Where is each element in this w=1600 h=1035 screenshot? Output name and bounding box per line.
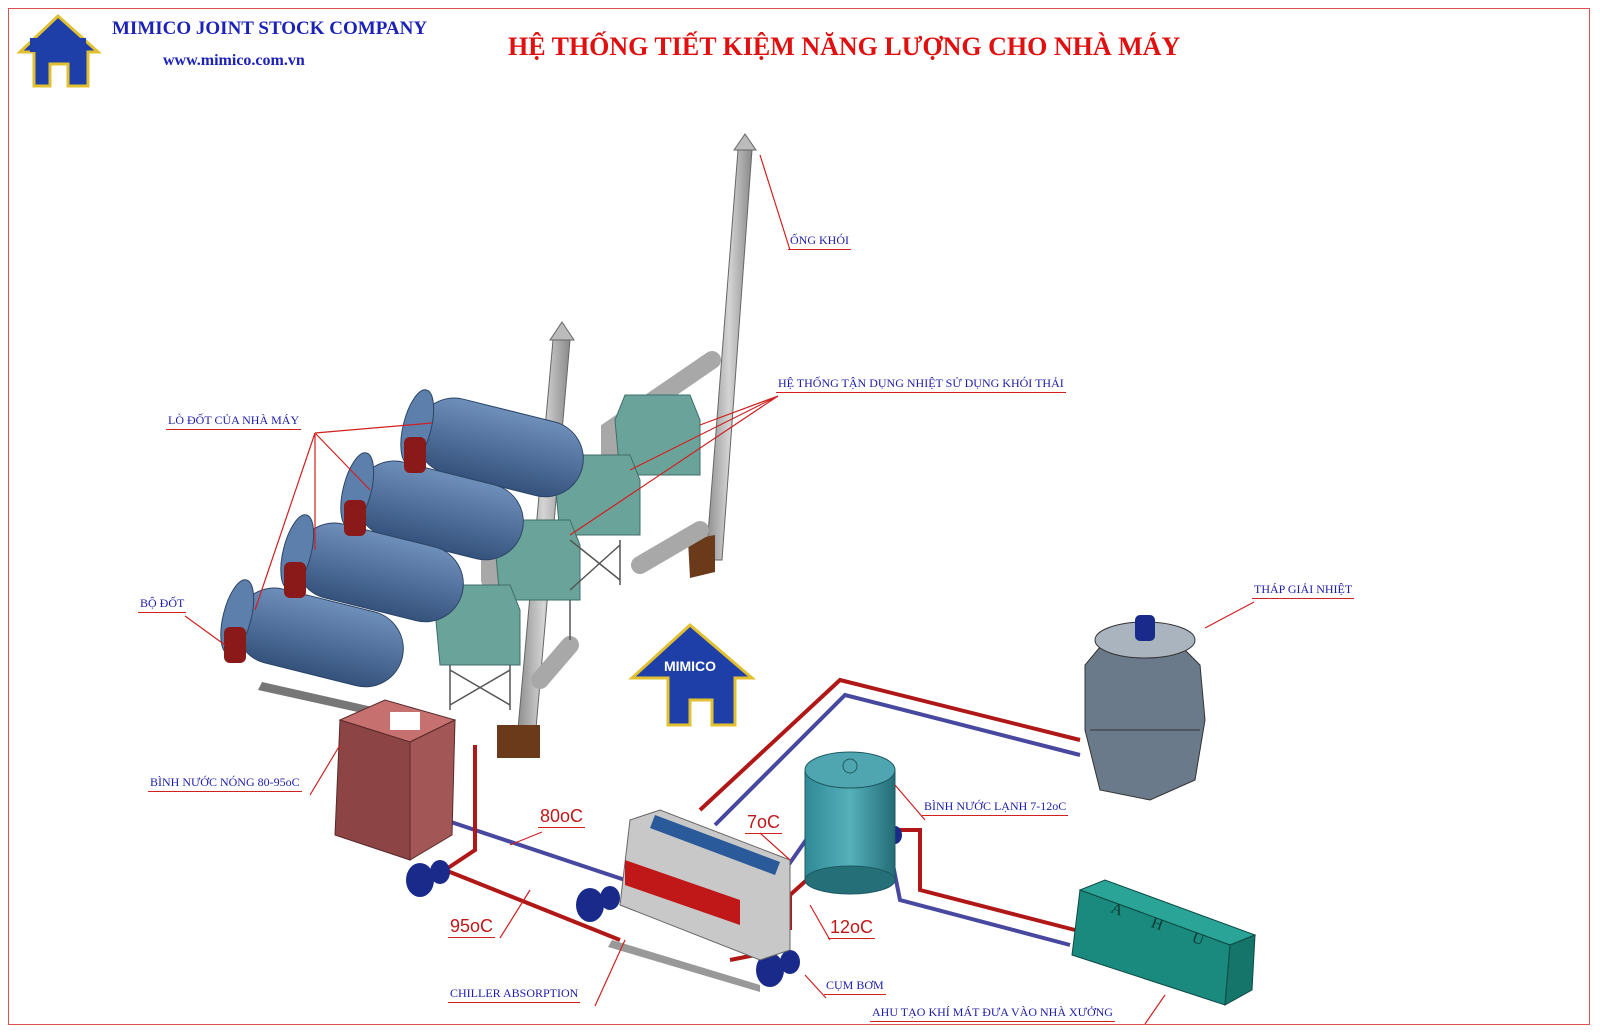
support-frames — [449, 539, 621, 710]
page-border — [8, 8, 1590, 1025]
page-title: HỆ THỐNG TIẾT KIỆM NĂNG LƯỢNG CHO NHÀ MÁ… — [508, 32, 1181, 61]
temp-12: 12oC — [828, 917, 876, 939]
temp-7: 7oC — [745, 812, 783, 834]
company-website[interactable]: www.mimico.com.vn — [163, 52, 305, 69]
label-pump-group: CỤM BƠM — [824, 978, 886, 995]
label-chimney: ỐNG KHÓI — [788, 233, 851, 250]
leader-lines — [184, 154, 1255, 1025]
cooling-tower — [1084, 615, 1206, 801]
temp-95: 95oC — [448, 916, 496, 938]
chiller-unit — [608, 809, 791, 992]
company-name: MIMICO JOINT STOCK COMPANY — [112, 18, 428, 39]
ahu-unit: A H U — [1071, 879, 1257, 1006]
burners — [224, 437, 426, 663]
center-logo: MIMICO — [628, 622, 757, 727]
label-cold-water-tank: BÌNH NƯỚC LẠNH 7-12oC — [922, 799, 1069, 816]
label-burner: BỘ ĐỐT — [138, 596, 187, 613]
hot-water-tank — [334, 699, 457, 861]
label-chiller: CHILLER ABSORPTION — [448, 986, 581, 1003]
pumps — [406, 826, 902, 987]
label-furnaces: LÒ ĐỐT CỦA NHÀ MÁY — [166, 413, 302, 430]
company-logo — [16, 13, 102, 88]
label-hot-water-tank: BÌNH NƯỚC NÓNG 80-95oC — [148, 775, 302, 792]
chimney-tall — [688, 133, 757, 578]
label-ahu: AHU TẠO KHÍ MÁT ĐƯA VÀO NHÀ XƯỞNG — [870, 1005, 1115, 1022]
temp-80: 80oC — [538, 806, 586, 828]
label-heat-recovery: HỆ THỐNG TẬN DỤNG NHIỆT SỬ DỤNG KHÓI THẢ… — [776, 376, 1066, 393]
label-cooling-tower: THÁP GIẢI NHIỆT — [1252, 582, 1355, 599]
center-logo-text: MIMICO — [664, 658, 716, 674]
cold-water-tank — [804, 751, 896, 895]
